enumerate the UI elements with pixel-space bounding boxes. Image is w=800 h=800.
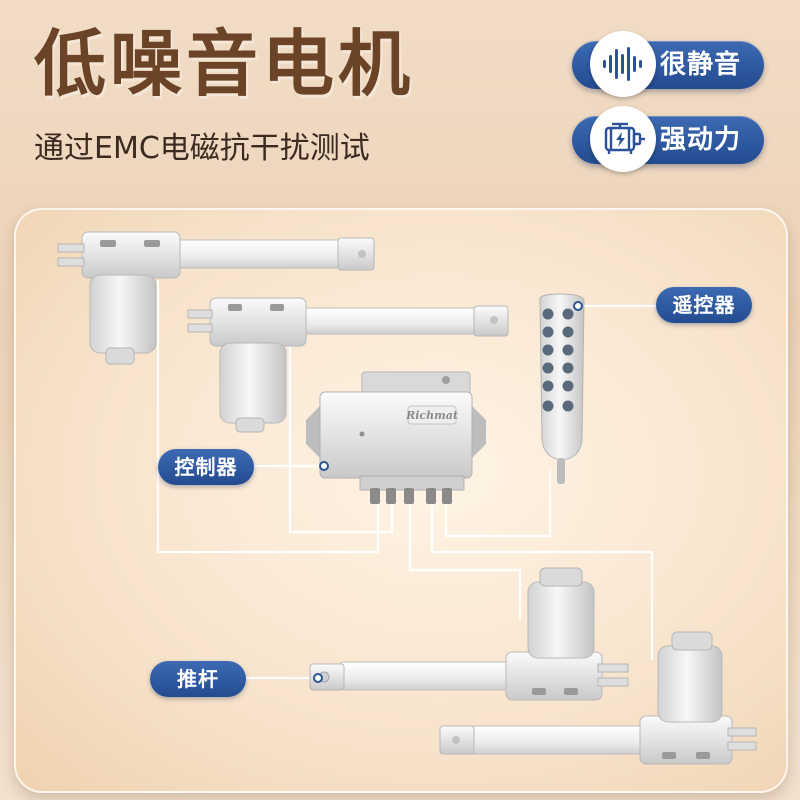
feature-label-power: 强动力 bbox=[660, 125, 742, 155]
sound-wave-icon bbox=[590, 31, 656, 97]
controller-callout-dot bbox=[319, 461, 329, 471]
callout-rod: 推杆 bbox=[150, 661, 246, 697]
actuator-middle-right bbox=[309, 567, 629, 701]
headline: 低噪音电机 bbox=[34, 22, 415, 106]
motor-icon bbox=[590, 106, 656, 172]
actuator-second bbox=[187, 297, 509, 433]
remote-control bbox=[539, 293, 585, 484]
controller-brand: Richmat bbox=[405, 409, 458, 422]
controller-box: Richmat bbox=[306, 371, 486, 504]
callout-controller: 控制器 bbox=[158, 449, 254, 485]
cables bbox=[156, 280, 658, 680]
rod-callout-dot bbox=[313, 673, 323, 683]
feature-badge-quiet: 很静音 bbox=[572, 31, 764, 97]
actuator-top-left bbox=[57, 231, 375, 365]
actuator-bottom-right bbox=[439, 631, 757, 765]
remote-callout-dot bbox=[573, 301, 583, 311]
subline: 通过EMC电磁抗干扰测试 bbox=[34, 131, 370, 166]
callout-remote: 遥控器 bbox=[656, 287, 752, 323]
feature-label-quiet: 很静音 bbox=[660, 50, 742, 80]
feature-badge-power: 强动力 bbox=[572, 106, 764, 172]
